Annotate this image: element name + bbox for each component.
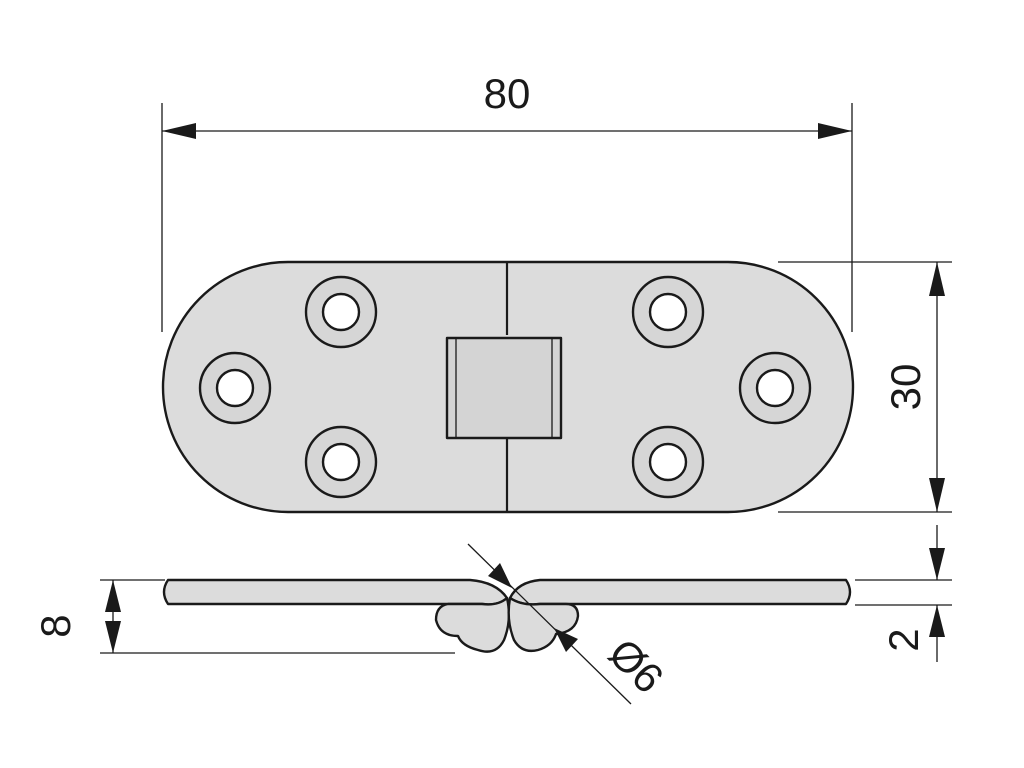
arrowhead [929,262,945,296]
hinge-curl-left [434,596,511,653]
hinge-top-view [161,260,855,514]
screw-hole [304,275,378,349]
dimension-height-label: 8 [32,614,79,637]
dimension-pin-diameter-label: Ø6 [600,629,673,702]
screw-hole [631,275,705,349]
screw-hole [631,425,705,499]
dimension-length: 80 [161,70,853,332]
hinge-curl-right [507,596,580,653]
arrowhead [929,478,945,512]
arrowhead [929,548,945,580]
arrowhead [162,123,196,139]
arrowhead [105,621,121,653]
screw-hole [304,425,378,499]
arrowhead [929,605,945,637]
dimension-thickness: 2 [855,525,952,662]
hinge-leaf-right [508,578,852,606]
hinge-leaf-left [162,578,509,606]
arrowhead [554,628,578,652]
hinge-knuckle [445,336,563,440]
dimension-height: 8 [32,579,455,654]
screw-hole [198,351,272,425]
dimension-thickness-label: 2 [880,628,927,651]
dimension-width: 30 [778,261,952,513]
hinge-side-view [162,578,852,653]
arrowhead [488,563,512,588]
arrowhead [105,580,121,612]
dimension-length-label: 80 [484,70,531,117]
dimension-width-label: 30 [882,364,929,411]
arrowhead [818,123,852,139]
screw-hole [738,351,812,425]
